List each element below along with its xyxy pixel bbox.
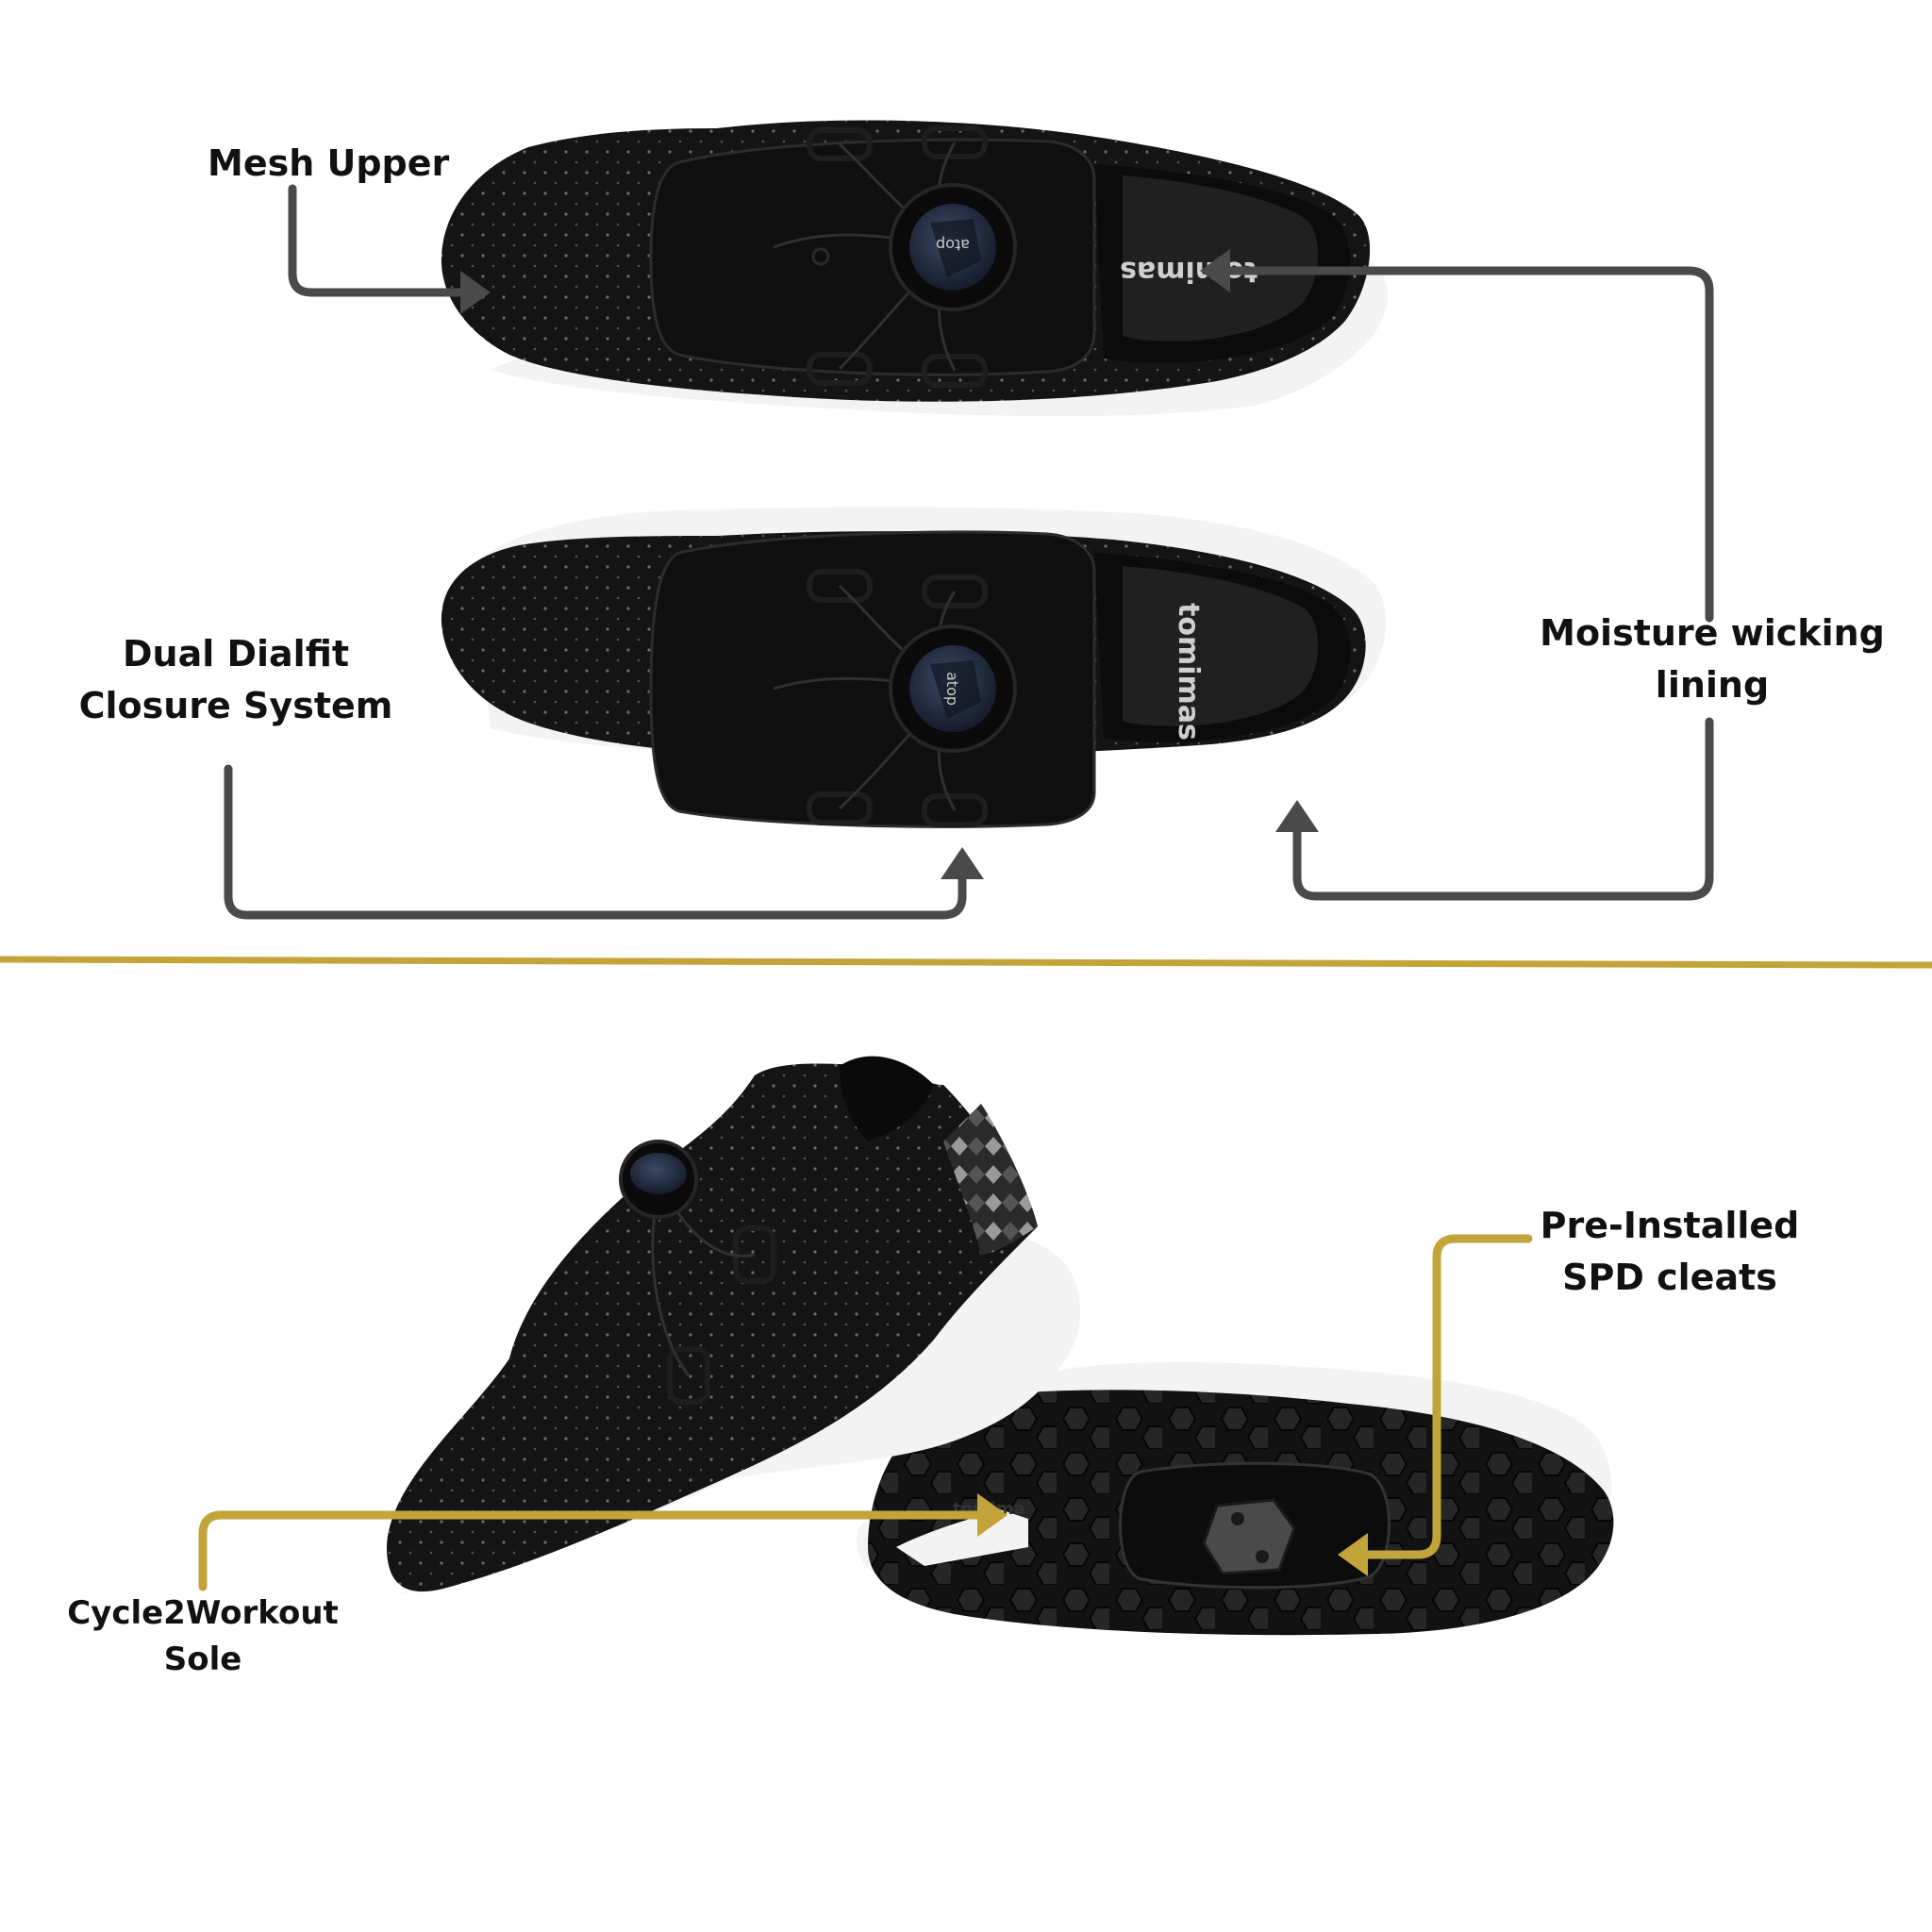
mesh-upper-arrowhead — [460, 271, 491, 314]
front-dial-knob — [630, 1153, 687, 1194]
moisture-arrowhead-top — [1200, 249, 1230, 292]
section-divider — [0, 956, 1932, 969]
label-dual-dialfit-line1: Dual Dialfit — [122, 633, 350, 675]
moisture-arrow-down — [1292, 717, 1714, 901]
label-moisture-wicking-line1: Moisture wicking — [1540, 612, 1885, 654]
front-shoe-mesh-upper — [387, 1063, 1038, 1592]
top-shoe: tomimas atop — [441, 120, 1388, 417]
label-moisture-wicking-line2: lining — [1655, 664, 1770, 707]
middle-shoe-insole — [1123, 566, 1319, 726]
label-mesh-upper: Mesh Upper — [208, 138, 450, 190]
sole-arrow — [198, 1510, 981, 1591]
front-shoe-collar — [840, 1056, 934, 1141]
sole-arrowhead — [977, 1493, 1008, 1537]
cleats-arrowhead — [1338, 1533, 1368, 1576]
front-shoe-side-view: tomima — [387, 1056, 1080, 1594]
label-dual-dialfit-line2: Closure System — [78, 685, 393, 727]
dialfit-arrow — [224, 764, 967, 920]
label-pre-installed-line2: SPD cleats — [1562, 1257, 1777, 1299]
top-shoe-tongue — [649, 138, 1096, 376]
label-pre-installed-line1: Pre-Installed — [1540, 1205, 1800, 1246]
label-pre-installed-cleats: Pre-Installed SPD cleats — [1528, 1200, 1811, 1304]
label-mesh-upper-text: Mesh Upper — [208, 142, 450, 184]
middle-shoe: tomimas atop — [441, 507, 1387, 828]
mesh-upper-arrow — [288, 184, 467, 297]
label-cycle2workout-sole: Cycle2Workout Sole — [57, 1591, 349, 1684]
spd-cleat — [1202, 1498, 1296, 1575]
front-shoe-midsole — [396, 1235, 1080, 1594]
top-dial-logo: atop — [936, 236, 970, 254]
top-shoe-lacing — [807, 125, 988, 388]
moisture-arrowhead-bottom — [1275, 800, 1319, 832]
dialfit-arrowhead — [941, 847, 984, 879]
cleats-arrow — [1363, 1234, 1533, 1559]
moisture-arrow-up — [1222, 266, 1714, 623]
label-dual-dialfit: Dual Dialfit Closure System — [66, 628, 406, 732]
label-cycle2workout-line2: Sole — [163, 1641, 242, 1679]
middle-dial-logo: atop — [943, 672, 961, 706]
middle-shoe-lacing — [807, 569, 988, 827]
label-cycle2workout-line1: Cycle2Workout — [67, 1594, 339, 1632]
label-moisture-wicking: Moisture wicking lining — [1538, 608, 1887, 711]
middle-insole-logo: tomimas — [1172, 603, 1205, 741]
front-shoe-heel-panel — [943, 1104, 1038, 1255]
